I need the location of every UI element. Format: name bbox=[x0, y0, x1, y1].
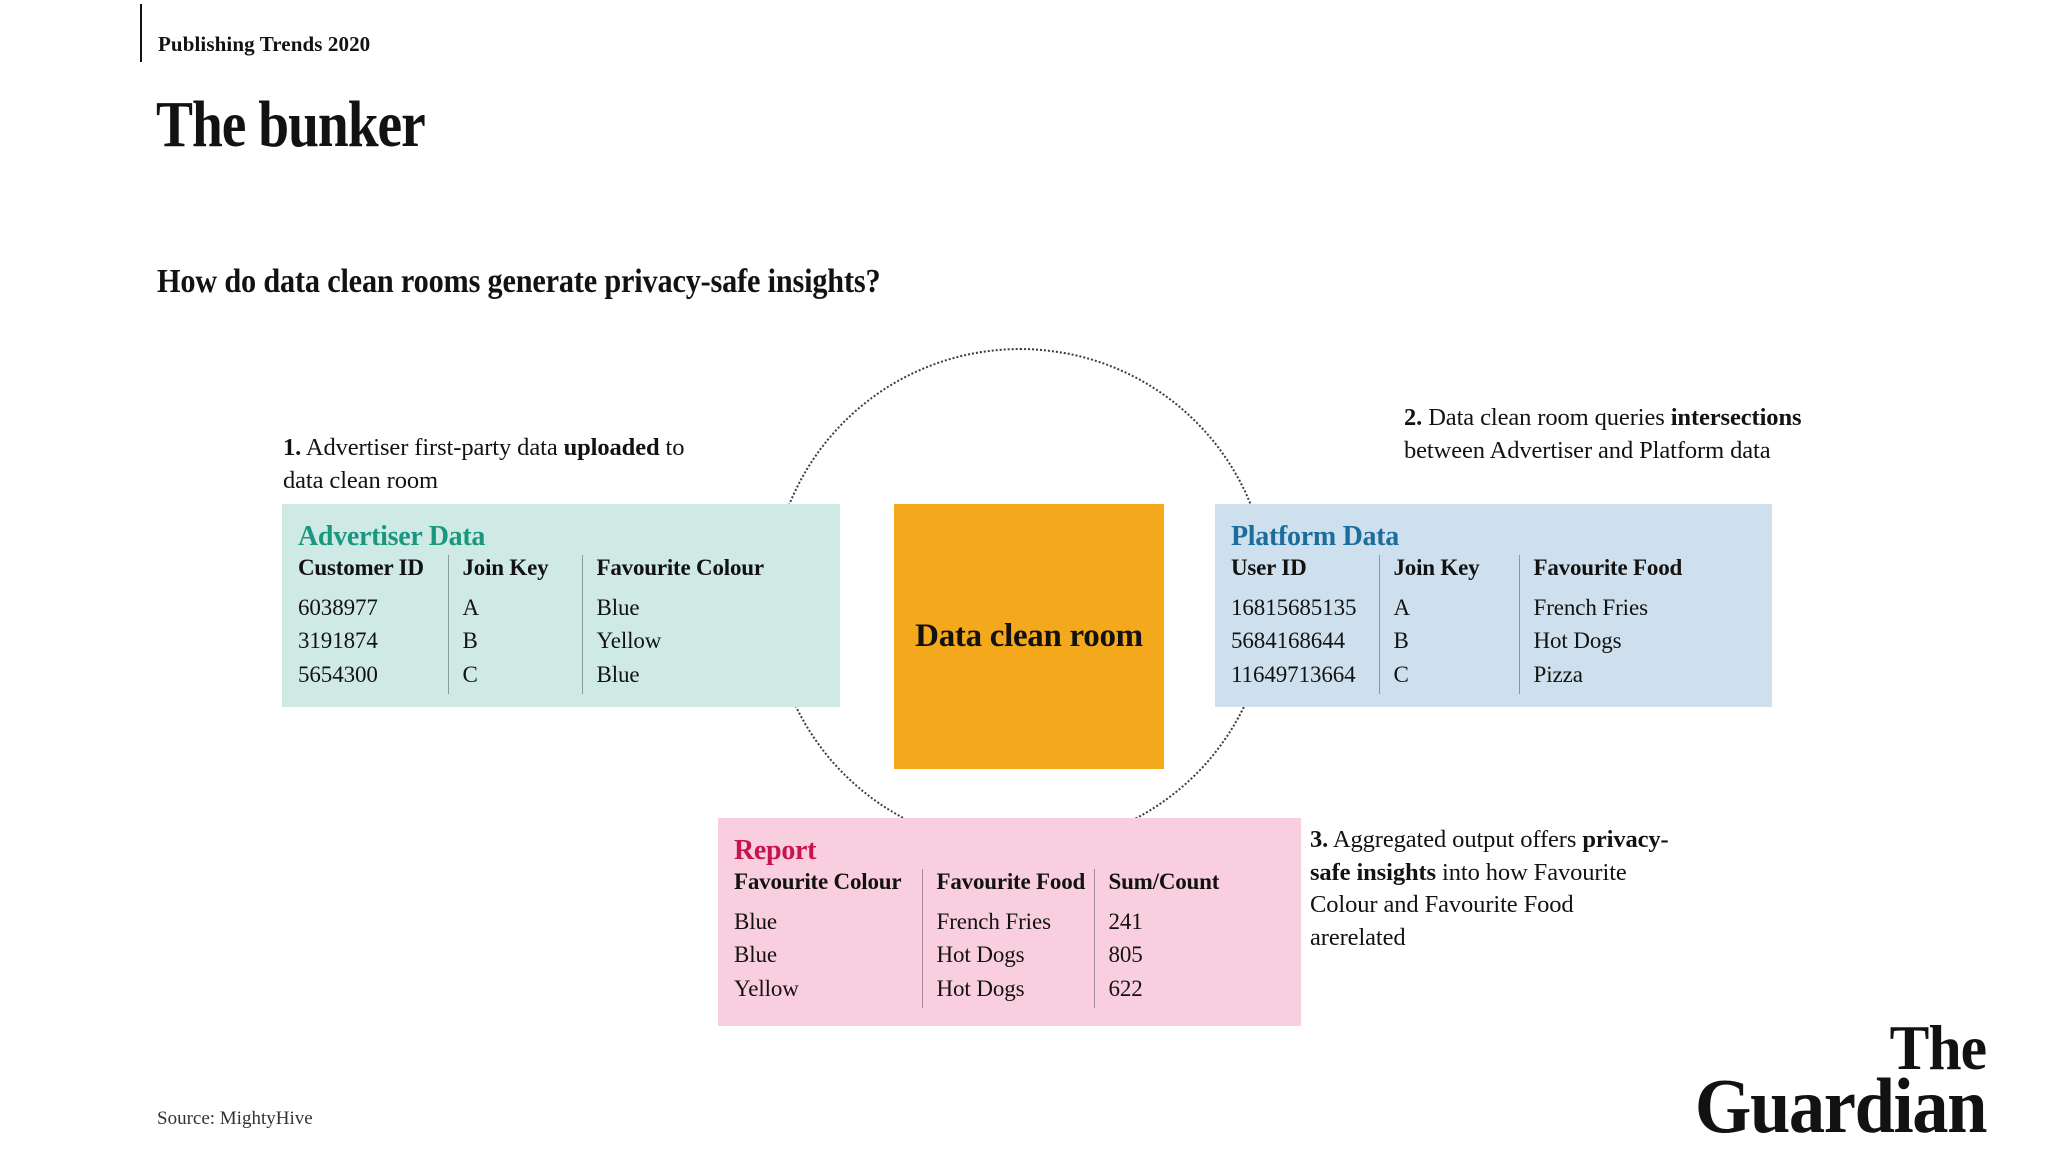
cell-sum-count: 622 bbox=[1093, 973, 1285, 1008]
step-1-text-before: Advertiser first-party data bbox=[301, 434, 564, 461]
report-panel-title: Report bbox=[734, 835, 817, 866]
cell-favourite-colour: Yellow bbox=[581, 626, 824, 660]
advertiser-data-panel: Advertiser Data Customer ID Join Key Fav… bbox=[282, 504, 840, 707]
cell-favourite-colour: Blue bbox=[581, 592, 824, 627]
cell-favourite-colour: Blue bbox=[734, 908, 778, 934]
step-3-emphasis: privacy-safe insights bbox=[1310, 826, 1669, 886]
step-1-emphasis: uploaded bbox=[563, 434, 660, 461]
standfirst-question: How do data clean rooms generate privacy… bbox=[157, 263, 881, 300]
cell-join-key: B bbox=[1378, 626, 1519, 660]
cell-join-key: A bbox=[447, 592, 582, 627]
guardian-logo-line-1: The bbox=[1889, 1011, 1987, 1083]
cell-sum-count: 241 bbox=[1093, 906, 1285, 941]
report-panel: Report Favourite Colour Favourite Food S… bbox=[718, 818, 1301, 1026]
kicker-rule bbox=[140, 4, 142, 62]
table-header-row: Favourite Colour Favourite Food Sum/Coun… bbox=[734, 868, 1285, 907]
platform-panel-title: Platform Data bbox=[1231, 521, 1399, 552]
advertiser-panel-title: Advertiser Data bbox=[298, 521, 486, 552]
page-title: The bunker bbox=[156, 88, 426, 161]
step-3-text-before: Aggregated output offers bbox=[1328, 826, 1583, 853]
step-2-text-before: Data clean room queries bbox=[1422, 404, 1671, 431]
cell-favourite-food: French Fries bbox=[921, 906, 1094, 941]
table-row: 16815685135 A French Fries bbox=[1231, 592, 1756, 627]
cell-sum-count: 805 bbox=[1093, 940, 1285, 974]
cell-favourite-food: French Fries bbox=[1518, 592, 1756, 627]
column-header: Join Key bbox=[1378, 554, 1519, 593]
cell-customer-id: 3191874 bbox=[298, 628, 378, 654]
column-header: User ID bbox=[1231, 554, 1307, 580]
cell-customer-id: 6038977 bbox=[298, 594, 378, 620]
cell-customer-id: 5654300 bbox=[298, 661, 378, 687]
column-header: Favourite Food bbox=[1518, 554, 1756, 593]
step-3-callout: 3. Aggregated output offers privacy-safe… bbox=[1310, 824, 1670, 954]
column-header: Join Key bbox=[447, 554, 582, 593]
hub-label: Data clean room bbox=[915, 618, 1143, 655]
table-row: Blue Hot Dogs 805 bbox=[734, 940, 1285, 974]
cell-user-id: 11649713664 bbox=[1231, 661, 1356, 687]
table-row: Blue French Fries 241 bbox=[734, 906, 1285, 941]
step-1-text-after: to data clean room bbox=[283, 434, 685, 494]
table-row: 3191874 B Yellow bbox=[298, 626, 824, 660]
cell-favourite-colour: Blue bbox=[734, 942, 778, 968]
report-table: Favourite Colour Favourite Food Sum/Coun… bbox=[734, 868, 1285, 1008]
step-1-callout: 1. Advertiser first-party data uploaded … bbox=[283, 432, 703, 497]
cell-join-key: B bbox=[447, 626, 582, 660]
table-row: 6038977 A Blue bbox=[298, 592, 824, 627]
guardian-logo: The Guardian bbox=[1673, 1011, 1988, 1150]
table-row: 5684168644 B Hot Dogs bbox=[1231, 626, 1756, 660]
kicker-label: Publishing Trends 2020 bbox=[158, 32, 371, 56]
data-clean-room-hub: Data clean room bbox=[894, 504, 1164, 769]
cell-favourite-food: Hot Dogs bbox=[921, 940, 1094, 974]
step-3-text-after: into how Favourite Colour and Favourite … bbox=[1310, 858, 1627, 951]
cell-join-key: A bbox=[1378, 592, 1519, 627]
cell-favourite-food: Hot Dogs bbox=[1518, 626, 1756, 660]
table-row: Yellow Hot Dogs 622 bbox=[734, 973, 1285, 1008]
step-3-number: 3. bbox=[1310, 826, 1329, 853]
column-header: Customer ID bbox=[298, 554, 424, 580]
cell-favourite-food: Pizza bbox=[1518, 659, 1756, 694]
table-row: 11649713664 C Pizza bbox=[1231, 659, 1756, 694]
cell-join-key: C bbox=[1378, 659, 1519, 694]
platform-table: User ID Join Key Favourite Food 16815685… bbox=[1231, 554, 1756, 694]
cell-favourite-food: Hot Dogs bbox=[921, 973, 1094, 1008]
table-row: 5654300 C Blue bbox=[298, 659, 824, 694]
step-1-number: 1. bbox=[283, 434, 302, 461]
table-header-row: Customer ID Join Key Favourite Colour bbox=[298, 554, 824, 593]
guardian-logo-line-2: Guardian bbox=[1694, 1062, 1988, 1150]
platform-data-panel: Platform Data User ID Join Key Favourite… bbox=[1215, 504, 1772, 707]
column-header: Favourite Food bbox=[921, 868, 1094, 907]
step-2-number: 2. bbox=[1404, 404, 1423, 431]
cell-favourite-colour: Yellow bbox=[734, 975, 799, 1001]
column-header: Favourite Colour bbox=[581, 554, 824, 593]
cell-join-key: C bbox=[447, 659, 582, 694]
source-credit: Source: MightyHive bbox=[157, 1108, 313, 1129]
cell-favourite-colour: Blue bbox=[581, 659, 824, 694]
cell-user-id: 5684168644 bbox=[1231, 628, 1346, 654]
column-header: Sum/Count bbox=[1093, 868, 1285, 907]
step-2-text-after: between Advertiser and Platform data bbox=[1404, 436, 1771, 464]
cell-user-id: 16815685135 bbox=[1231, 594, 1357, 620]
step-2-callout: 2. Data clean room queries intersections… bbox=[1404, 402, 1804, 467]
table-header-row: User ID Join Key Favourite Food bbox=[1231, 554, 1756, 593]
step-2-emphasis: intersections bbox=[1670, 404, 1802, 431]
column-header: Favourite Colour bbox=[734, 868, 902, 894]
advertiser-table: Customer ID Join Key Favourite Colour 60… bbox=[298, 554, 824, 694]
